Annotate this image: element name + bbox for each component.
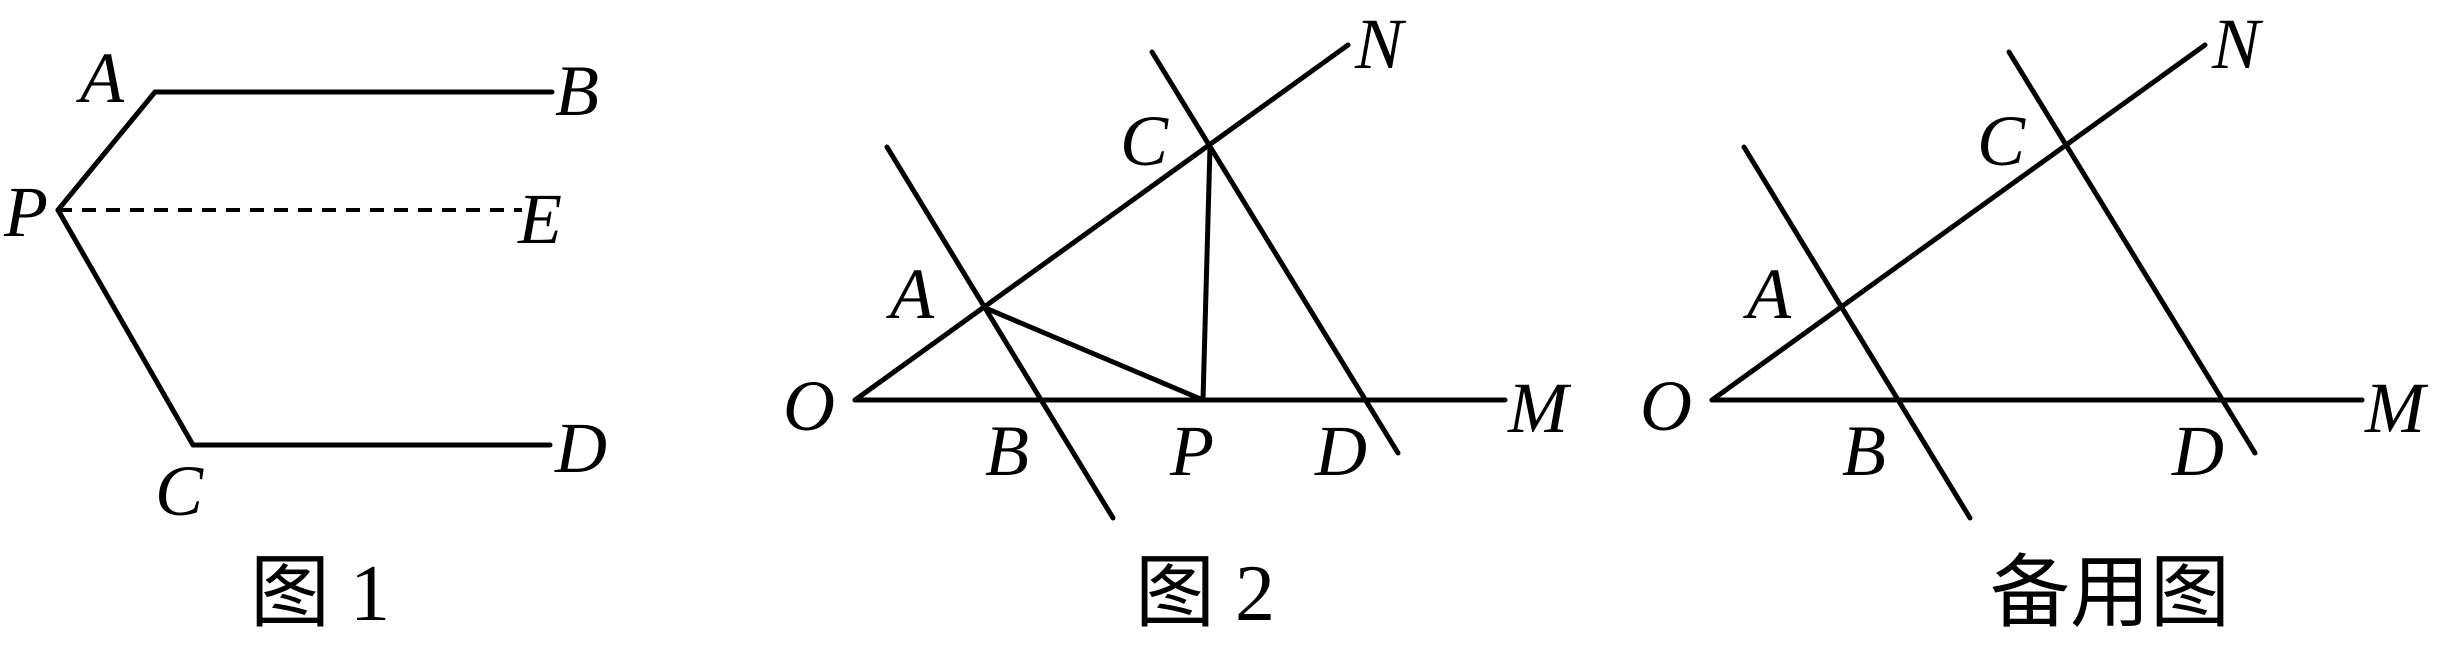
label-d: D bbox=[554, 408, 607, 488]
label-d: D bbox=[1314, 411, 1367, 491]
caption-figure-2: 图 2 bbox=[1135, 550, 1275, 638]
ray-on bbox=[852, 42, 1351, 403]
label-p: P bbox=[1169, 411, 1214, 491]
line-cd bbox=[1149, 49, 1401, 456]
label-c: C bbox=[1977, 101, 2026, 181]
caption-figure-1: 图 1 bbox=[250, 550, 390, 638]
label-m: M bbox=[1507, 368, 1572, 448]
label-a: A bbox=[1743, 254, 1792, 334]
label-n: N bbox=[2211, 4, 2264, 84]
label-o: O bbox=[1640, 366, 1692, 446]
line-ab bbox=[1741, 144, 1973, 521]
label-d: D bbox=[2171, 411, 2224, 491]
label-m: M bbox=[2364, 368, 2429, 448]
label-b: B bbox=[555, 51, 599, 131]
caption-figure-backup: 备用图 bbox=[1990, 550, 2230, 638]
segment-cp bbox=[1200, 144, 1213, 403]
segment-ap bbox=[980, 304, 1206, 403]
label-n: N bbox=[1354, 4, 1407, 84]
figure-2: N C A O B P D M 图 2 bbox=[783, 4, 1572, 638]
label-o: O bbox=[783, 366, 835, 446]
figure-backup: N C A O B D M 备用图 bbox=[1640, 4, 2429, 638]
line-ab bbox=[884, 144, 1116, 521]
label-b: B bbox=[1842, 411, 1886, 491]
label-b: B bbox=[985, 411, 1029, 491]
label-a: A bbox=[76, 38, 125, 118]
label-e: E bbox=[517, 179, 562, 259]
ray-on bbox=[1709, 42, 2208, 403]
segment-pc bbox=[55, 207, 196, 448]
line-cd bbox=[2006, 49, 2258, 456]
label-c: C bbox=[1120, 101, 1169, 181]
label-a: A bbox=[886, 254, 935, 334]
segment-ap bbox=[55, 89, 158, 213]
label-p: P bbox=[3, 172, 48, 252]
figure-1: A B P E C D 图 1 bbox=[3, 38, 607, 638]
label-c: C bbox=[155, 451, 204, 531]
